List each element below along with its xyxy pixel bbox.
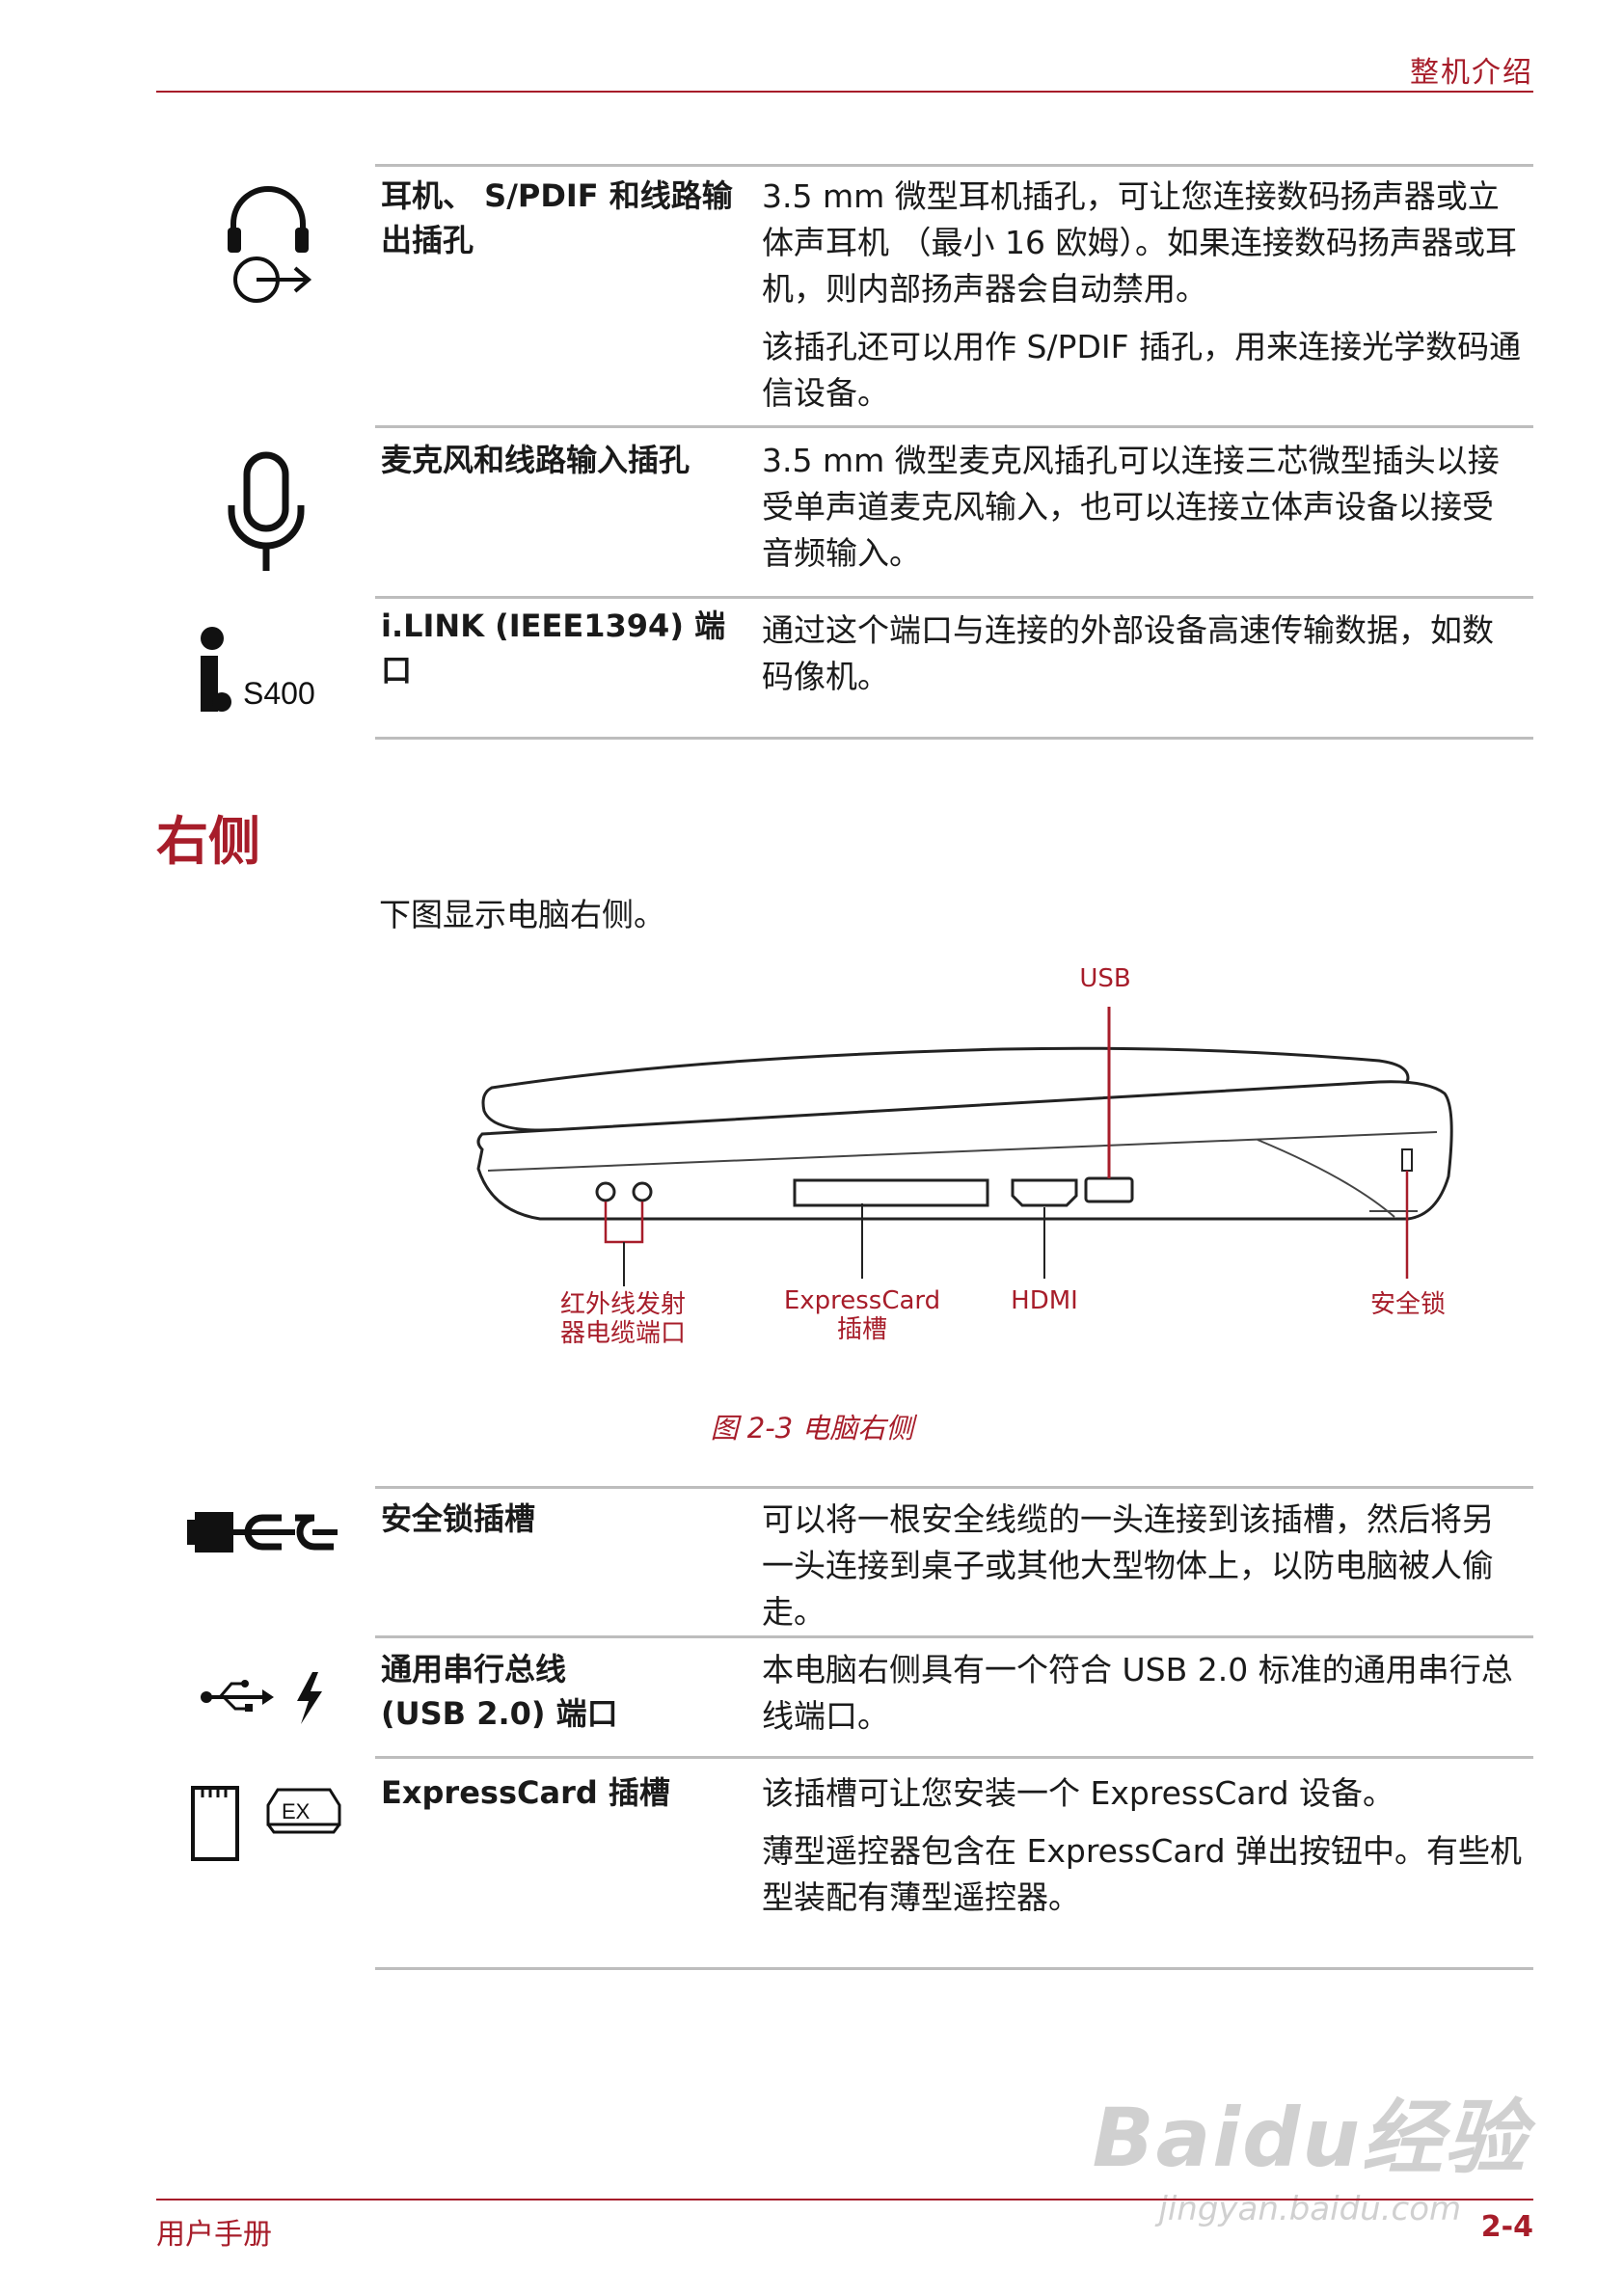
- term-line: (USB 2.0) 端口: [381, 1695, 618, 1732]
- usb-icon: [201, 1672, 322, 1724]
- figure-label-lock: 安全锁: [1369, 1290, 1446, 1319]
- laptop-right-side-figure: [476, 1007, 1453, 1286]
- microphone-icon: [228, 451, 305, 571]
- term-line: 通用串行总线: [381, 1651, 567, 1688]
- desc-paragraph: 通过这个端口与连接的外部设备高速传输数据，如数码像机。: [762, 611, 1494, 695]
- expresscard-icon: EX: [191, 1786, 341, 1861]
- figure-caption: 图 2-3 电脑右侧: [710, 1412, 914, 1444]
- section-intro: 下图显示电脑右侧。: [379, 896, 665, 933]
- figure-label-usb: USB: [1079, 964, 1131, 993]
- table-rule: [375, 1967, 1533, 1970]
- header-rule: [156, 91, 1533, 93]
- section-heading: 右侧: [156, 811, 260, 872]
- headphone-output-icon: [228, 186, 312, 303]
- footer-rule: [156, 2199, 1533, 2200]
- table-rule: [375, 737, 1533, 740]
- figure-label-line: 红外线发射: [559, 1290, 686, 1319]
- footer-title: 用户手册: [156, 2218, 272, 2252]
- desc-paragraph: 3.5 mm 微型麦克风插孔可以连接三芯微型插头以接受单声道麦克风输入，也可以连…: [762, 442, 1500, 572]
- table-rule: [375, 164, 1533, 167]
- desc-microphone-jack: 3.5 mm 微型麦克风插孔可以连接三芯微型插头以接受单声道麦克风输入，也可以连…: [762, 438, 1524, 588]
- table-rule: [375, 1635, 1533, 1638]
- figure-label-line: 插槽: [836, 1315, 887, 1344]
- desc-headphone-jack: 3.5 mm 微型耳机插孔，可让您连接数码扬声器或立体声耳机 （最小 16 欧姆…: [762, 174, 1524, 428]
- table-rule: [375, 596, 1533, 599]
- desc-paragraph: 可以将一根安全线缆的一头连接到该插槽，然后将另一头连接到桌子或其他大型物体上，以…: [762, 1500, 1494, 1631]
- table-rule: [375, 1756, 1533, 1759]
- desc-paragraph: 薄型遥控器包含在 ExpressCard 弹出按钮中。有些机型装配有薄型遥控器。: [762, 1832, 1523, 1916]
- desc-ilink-port: 通过这个端口与连接的外部设备高速传输数据，如数码像机。: [762, 608, 1524, 712]
- desc-paragraph: 该插孔还可以用作 S/PDIF 插孔，用来连接光学数码通信设备。: [762, 328, 1522, 412]
- term-microphone-jack: 麦克风和线路输入插孔: [381, 442, 690, 478]
- desc-paragraph: 本电脑右侧具有一个符合 USB 2.0 标准的通用串行总线端口。: [762, 1651, 1513, 1735]
- table-rule: [375, 425, 1533, 428]
- page-header-title: 整机介绍: [1410, 56, 1533, 90]
- figure-label-hdmi: HDMI: [1011, 1286, 1078, 1315]
- figure-label-line: 器电缆端口: [559, 1319, 686, 1348]
- desc-usb-port: 本电脑右侧具有一个符合 USB 2.0 标准的通用串行总线端口。: [762, 1647, 1524, 1751]
- figure-label-line: ExpressCard: [783, 1286, 941, 1315]
- term-headphone-jack: 耳机、 S/PDIF 和线路输出插孔: [381, 177, 733, 258]
- desc-paragraph: 该插槽可让您安装一个 ExpressCard 设备。: [762, 1774, 1395, 1812]
- watermark-main: Baidu经验: [1092, 2091, 1528, 2185]
- term-security-lock: 安全锁插槽: [381, 1500, 536, 1537]
- security-lock-icon: [187, 1512, 338, 1552]
- ilink-icon: S400: [201, 627, 315, 712]
- term-ilink-port: i.LINK (IEEE1394) 端口: [381, 608, 726, 688]
- term-expresscard-slot: ExpressCard 插槽: [381, 1774, 670, 1811]
- figure-label-expresscard: ExpressCard 插槽: [766, 1286, 959, 1344]
- table-rule: [375, 1486, 1533, 1489]
- page-number: 2-4: [1480, 2210, 1533, 2244]
- watermark-sub: jingyan.baidu.com: [1158, 2190, 1462, 2228]
- desc-security-lock: 可以将一根安全线缆的一头连接到该插槽，然后将另一头连接到桌子或其他大型物体上，以…: [762, 1497, 1524, 1647]
- term-usb-port: 通用串行总线 (USB 2.0) 端口: [381, 1647, 747, 1736]
- ilink-icon-label: S400: [243, 676, 315, 711]
- desc-paragraph: 3.5 mm 微型耳机插孔，可让您连接数码扬声器或立体声耳机 （最小 16 欧姆…: [762, 177, 1517, 308]
- figure-label-ir-port: 红外线发射 器电缆端口: [527, 1290, 719, 1348]
- expresscard-icon-label: EX: [282, 1799, 311, 1823]
- watermark: Baidu经验 jingyan.baidu.com: [1093, 2073, 1528, 2228]
- desc-expresscard-slot: 该插槽可让您安装一个 ExpressCard 设备。 薄型遥控器包含在 Expr…: [762, 1770, 1524, 1932]
